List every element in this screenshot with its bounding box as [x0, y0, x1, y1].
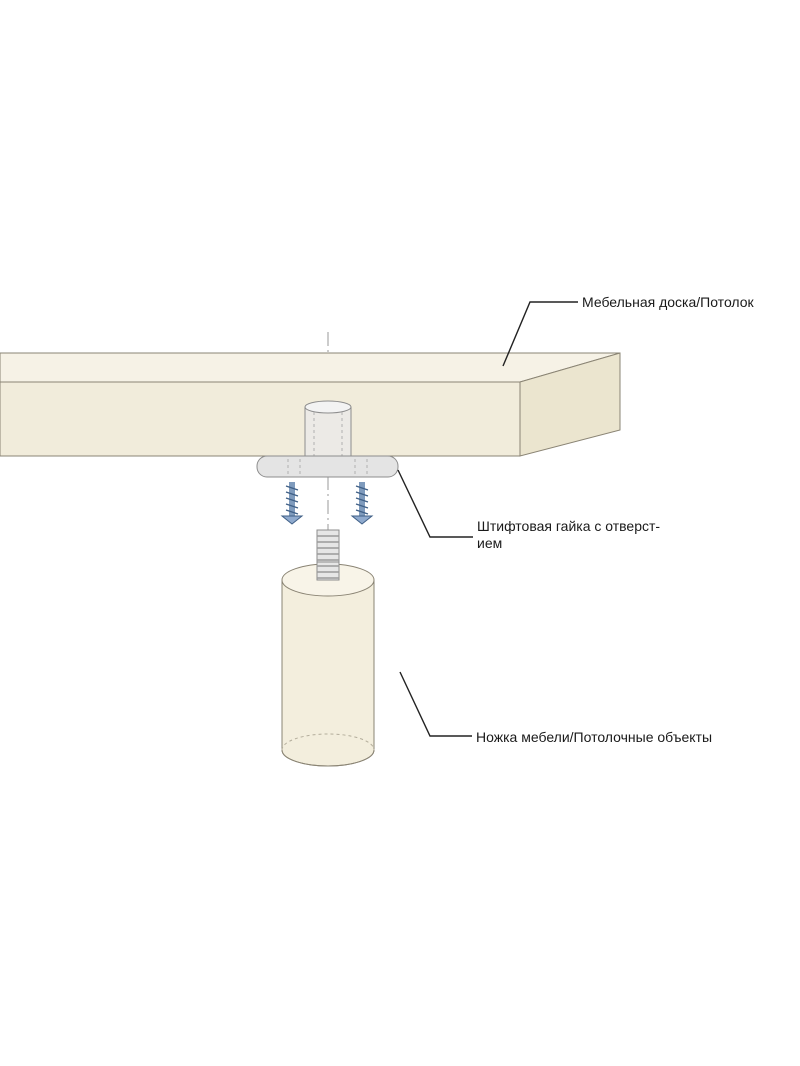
label-furniture-board-text: Мебельная доска/Потолок [582, 294, 754, 310]
screw-left [280, 482, 304, 525]
label-tee-nut: Штифтовая гайка с отверст- ием [477, 518, 660, 552]
label-tee-nut-line1: Штифтовая гайка с отверст- [477, 518, 661, 534]
tee-nut-barrel-top [304, 400, 352, 414]
tee-nut [256, 400, 399, 478]
label-tee-nut-line2: ием [477, 535, 503, 551]
board-side-face [519, 352, 621, 457]
screw-right [350, 482, 374, 525]
leader-line-leg [399, 671, 472, 737]
leader-line-board [502, 301, 578, 367]
tee-nut-barrel [304, 406, 352, 460]
board-front-face [0, 381, 521, 457]
furniture-board [0, 352, 621, 457]
leader-line-nut [397, 469, 473, 538]
tee-nut-flange [256, 455, 399, 478]
label-furniture-leg-text: Ножка мебели/Потолочные объекты [476, 729, 713, 745]
label-furniture-board: Мебельная доска/Потолок [582, 294, 754, 311]
label-furniture-leg: Ножка мебели/Потолочные объекты [476, 729, 712, 746]
furniture-leg [281, 561, 375, 767]
board-top-face [0, 352, 621, 383]
